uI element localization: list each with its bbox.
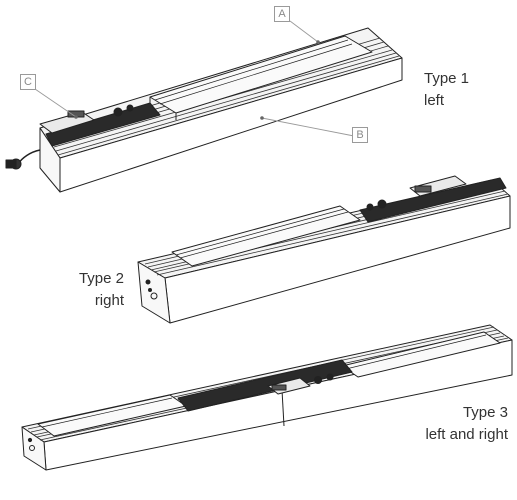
type-3-name: Type 3 [462, 404, 508, 421]
luminaire-type-3 [21, 324, 513, 471]
callout-c: C [20, 74, 36, 90]
leader-b [261, 117, 355, 137]
type-2-label: Type 2 right [64, 268, 124, 312]
leader-c-dot [74, 115, 78, 119]
type-3-side: left and right [425, 426, 508, 443]
leader-c [34, 88, 77, 118]
type-2-side: right [94, 292, 124, 309]
leader-a-dot [316, 40, 320, 44]
type-1-side: left [424, 92, 445, 109]
callout-b: B [352, 127, 368, 143]
leader-a [289, 20, 319, 43]
luminaire-type-2 [137, 175, 511, 324]
leader-b-dot [260, 116, 264, 120]
type-2-name: Type 2 [78, 270, 124, 287]
callout-leaders [34, 20, 355, 137]
type-1-name: Type 1 [424, 70, 470, 87]
callout-a: A [274, 6, 290, 22]
type-1-label: Type 1 left [424, 68, 469, 112]
luminaire-type-1 [5, 27, 403, 193]
type-3-label: Type 3 left and right [380, 402, 508, 446]
